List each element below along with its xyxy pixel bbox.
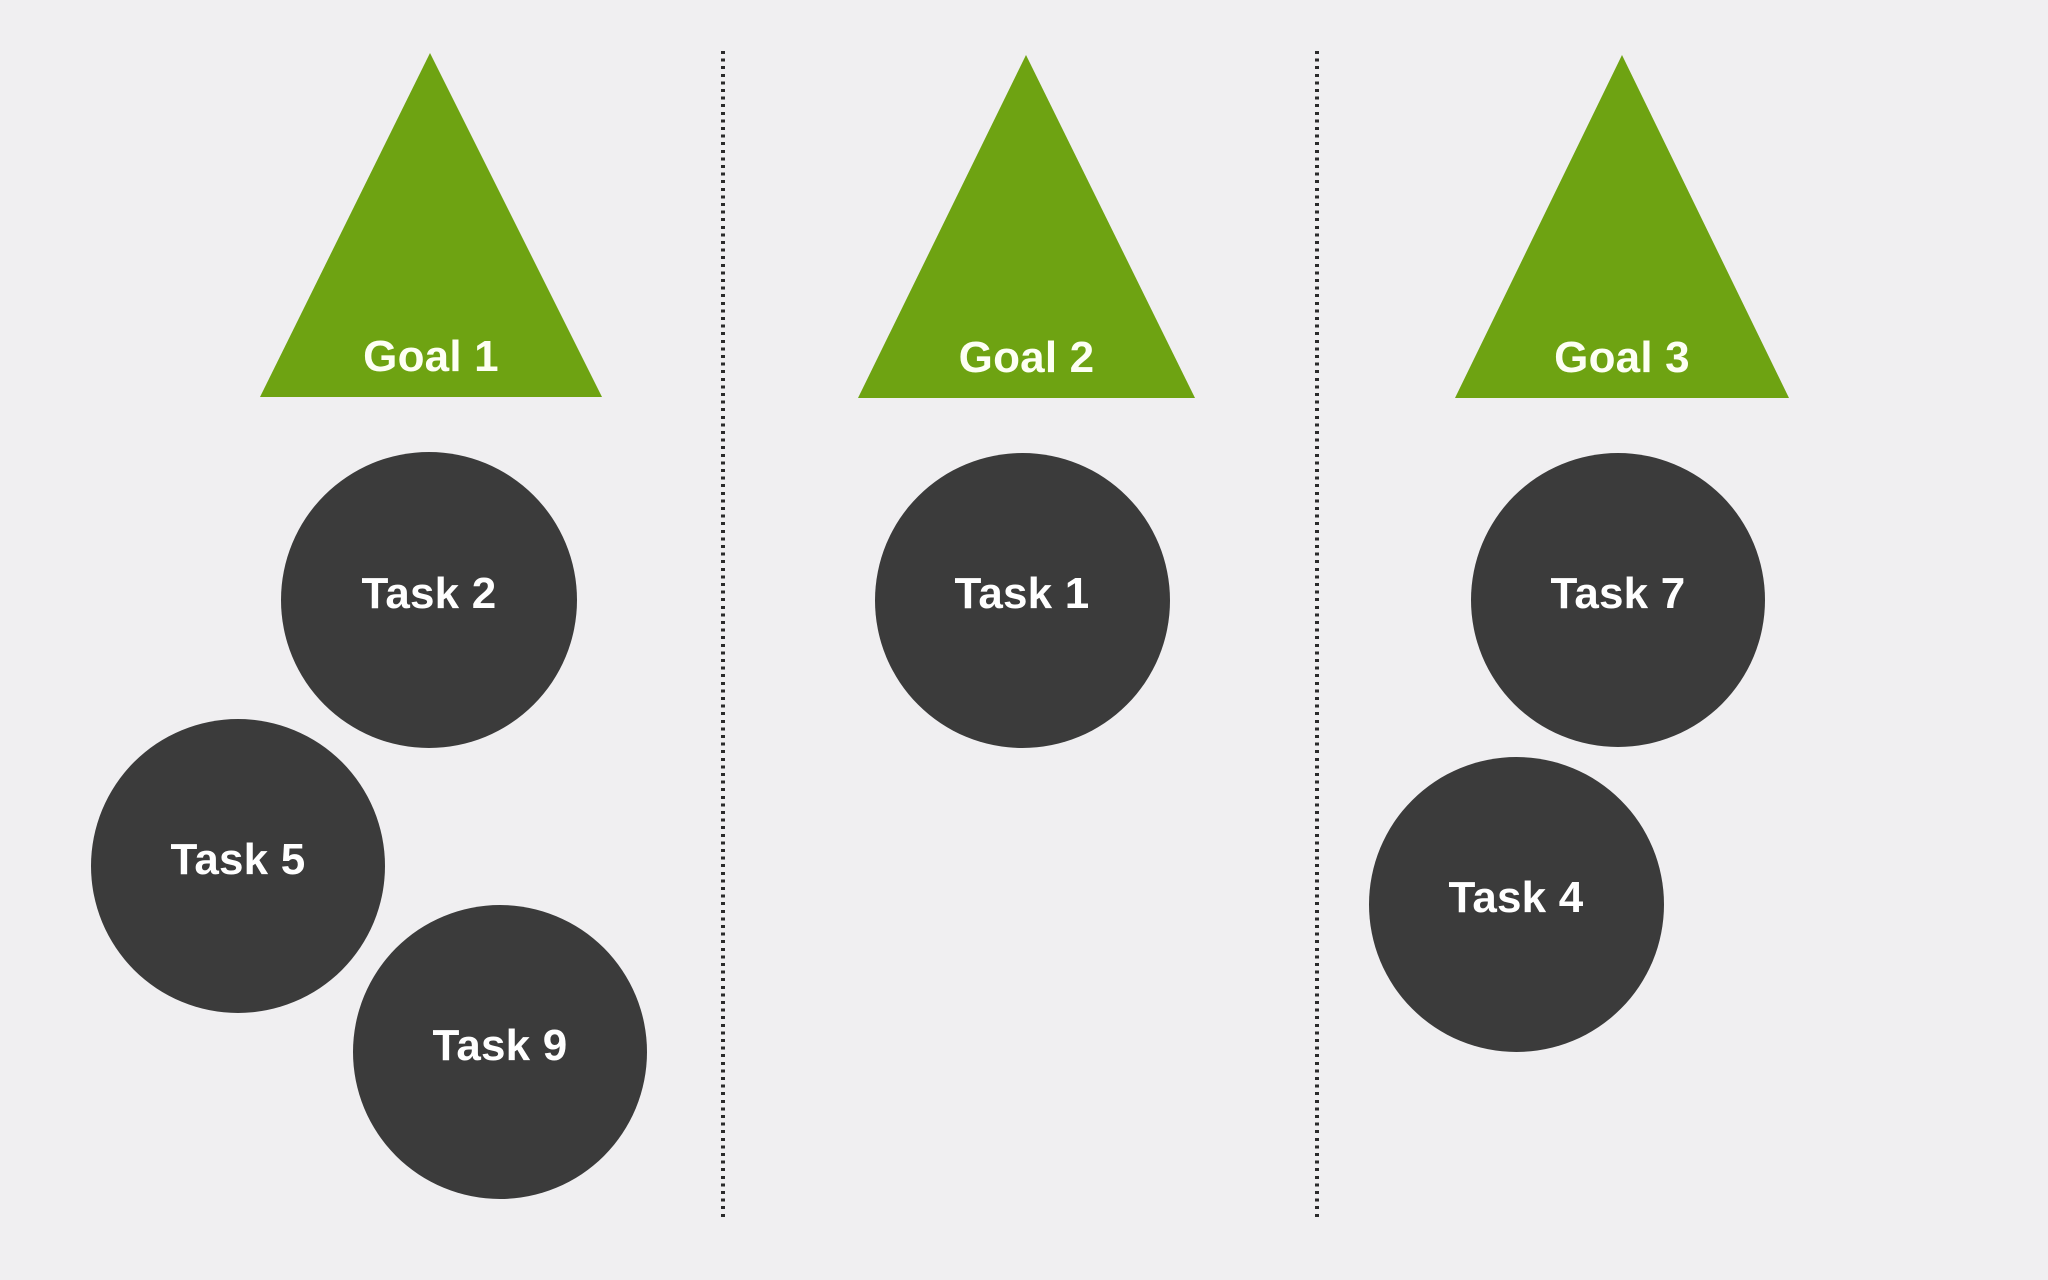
task-node-task-4[interactable]: Task 4 <box>1368 756 1664 1052</box>
goal-shape-1[interactable]: Goal 1 <box>260 53 602 397</box>
task-label: Task 2 <box>361 569 497 618</box>
goal-triangle-icon <box>260 53 602 397</box>
goal-triangle-icon <box>1455 55 1789 398</box>
goal-shape-2[interactable]: Goal 2 <box>858 55 1195 398</box>
task-label: Task 5 <box>170 835 306 884</box>
column-divider-2 <box>1315 51 1319 1219</box>
goal-triangle-icon <box>858 55 1195 398</box>
goal-shape-3[interactable]: Goal 3 <box>1455 55 1789 398</box>
task-node-task-5[interactable]: Task 5 <box>91 719 385 1013</box>
task-label: Task 1 <box>954 569 1090 618</box>
task-node-task-1[interactable]: Task 1 <box>874 452 1170 748</box>
task-node-task-2[interactable]: Task 2 <box>281 452 577 748</box>
task-label: Task 9 <box>432 1021 568 1070</box>
task-node-task-7[interactable]: Task 7 <box>1471 453 1765 747</box>
task-label: Task 7 <box>1550 569 1686 618</box>
task-label: Task 4 <box>1448 873 1584 922</box>
column-divider-1 <box>721 51 725 1219</box>
task-node-task-9[interactable]: Task 9 <box>353 905 647 1199</box>
